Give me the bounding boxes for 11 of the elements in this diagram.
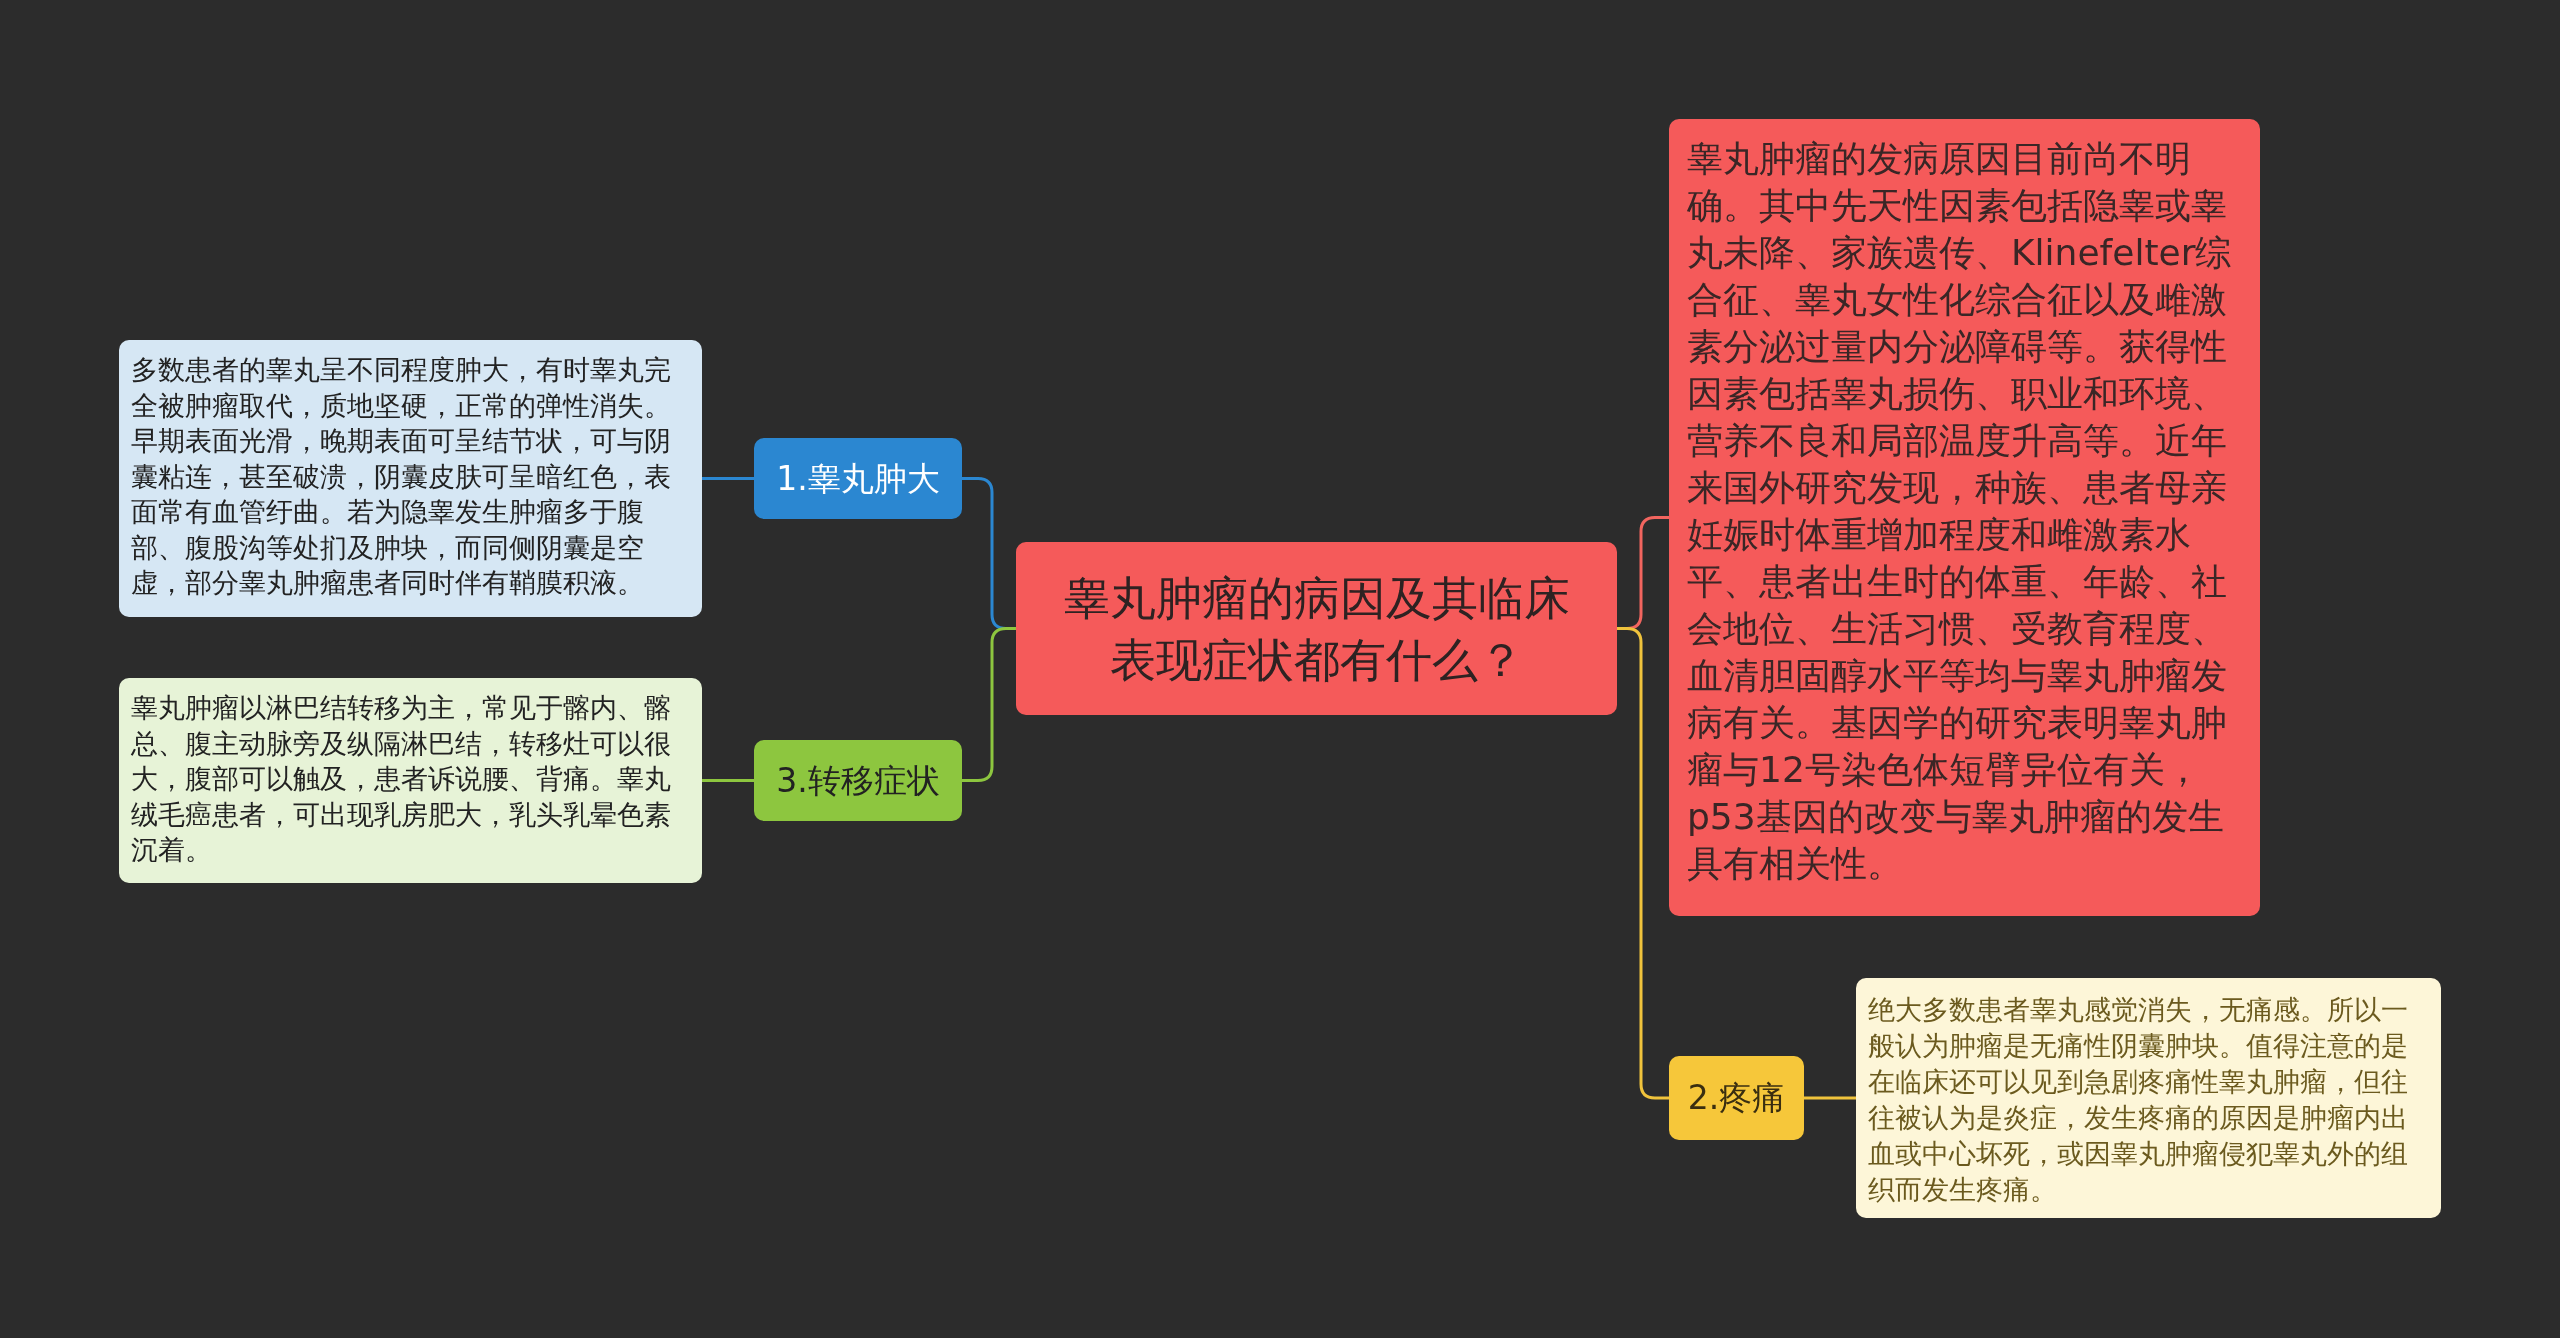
topic-box: 睾丸肿瘤的病因及其临床表现症状都有什么？ — [1016, 542, 1617, 715]
text-box: 绝大多数患者睾丸感觉消失，无痛感。所以一般认为肿瘤是无痛性阴囊肿块。值得注意的是在临床还可以见到急剧疼痛性睾丸肿瘤，但往往被认为是炎症，发生疼痛的原因是肿瘤内出血或中心坏死，或因睾丸肿瘤侵犯睾丸外的组织而发生疼痛。 — [1856, 978, 2441, 1218]
text-box: 多数患者的睾丸呈不同程度肿大，有时睾丸完全被肿瘤取代，质地坚硬，正常的弹性消失。早期表面光滑，晚期表面可呈结节状，可与阴囊粘连，甚至破溃，阴囊皮肤可呈暗红色，表面常有血管纡曲。若为隐睾发生肿瘤多于腹部、腹股沟等处扪及肿块，而同侧阴囊是空虚，部分睾丸肿瘤患者同时伴有鞘膜积液。 — [119, 340, 702, 617]
text-box: 睾丸肿瘤以淋巴结转移为主，常见于髂内、髂总、腹主动脉旁及纵隔淋巴结，转移灶可以很大，腹部可以触及，患者诉说腰、背痛。睾丸绒毛癌患者，可出现乳房肥大，乳头乳晕色素沉着。 — [119, 678, 702, 883]
branch-box: 3.转移症状 — [754, 740, 962, 821]
connector-line — [702, 779, 754, 782]
connector-line — [1804, 1096, 1856, 1100]
branch-box: 2.疼痛 — [1669, 1056, 1804, 1140]
connector-line — [702, 477, 754, 480]
branch-box: 1.睾丸肿大 — [754, 438, 962, 519]
text-box: 睾丸肿瘤的发病原因目前尚不明确。其中先天性因素包括隐睾或睾丸未降、家族遗传、Klinefelter综合征、睾丸女性化综合征以及雌激素分泌过量内分泌障碍等。获得性因素包括睾丸损伤、职业和环境、营养不良和局部温度升高等。近年来国外研究发现，种族、患者母亲妊娠时体重增加程度和雌激素水平、患者出生时的体重、年龄、社会地位、生活习惯、受教育程度、血清胆固醇水平等均与睾丸肿瘤发病有关。基因学的研究表明睾丸肿瘤与12号染色体短臂异位有关，p53基因的改变与睾丸肿瘤的发生具有相关性。 — [1669, 119, 2260, 916]
